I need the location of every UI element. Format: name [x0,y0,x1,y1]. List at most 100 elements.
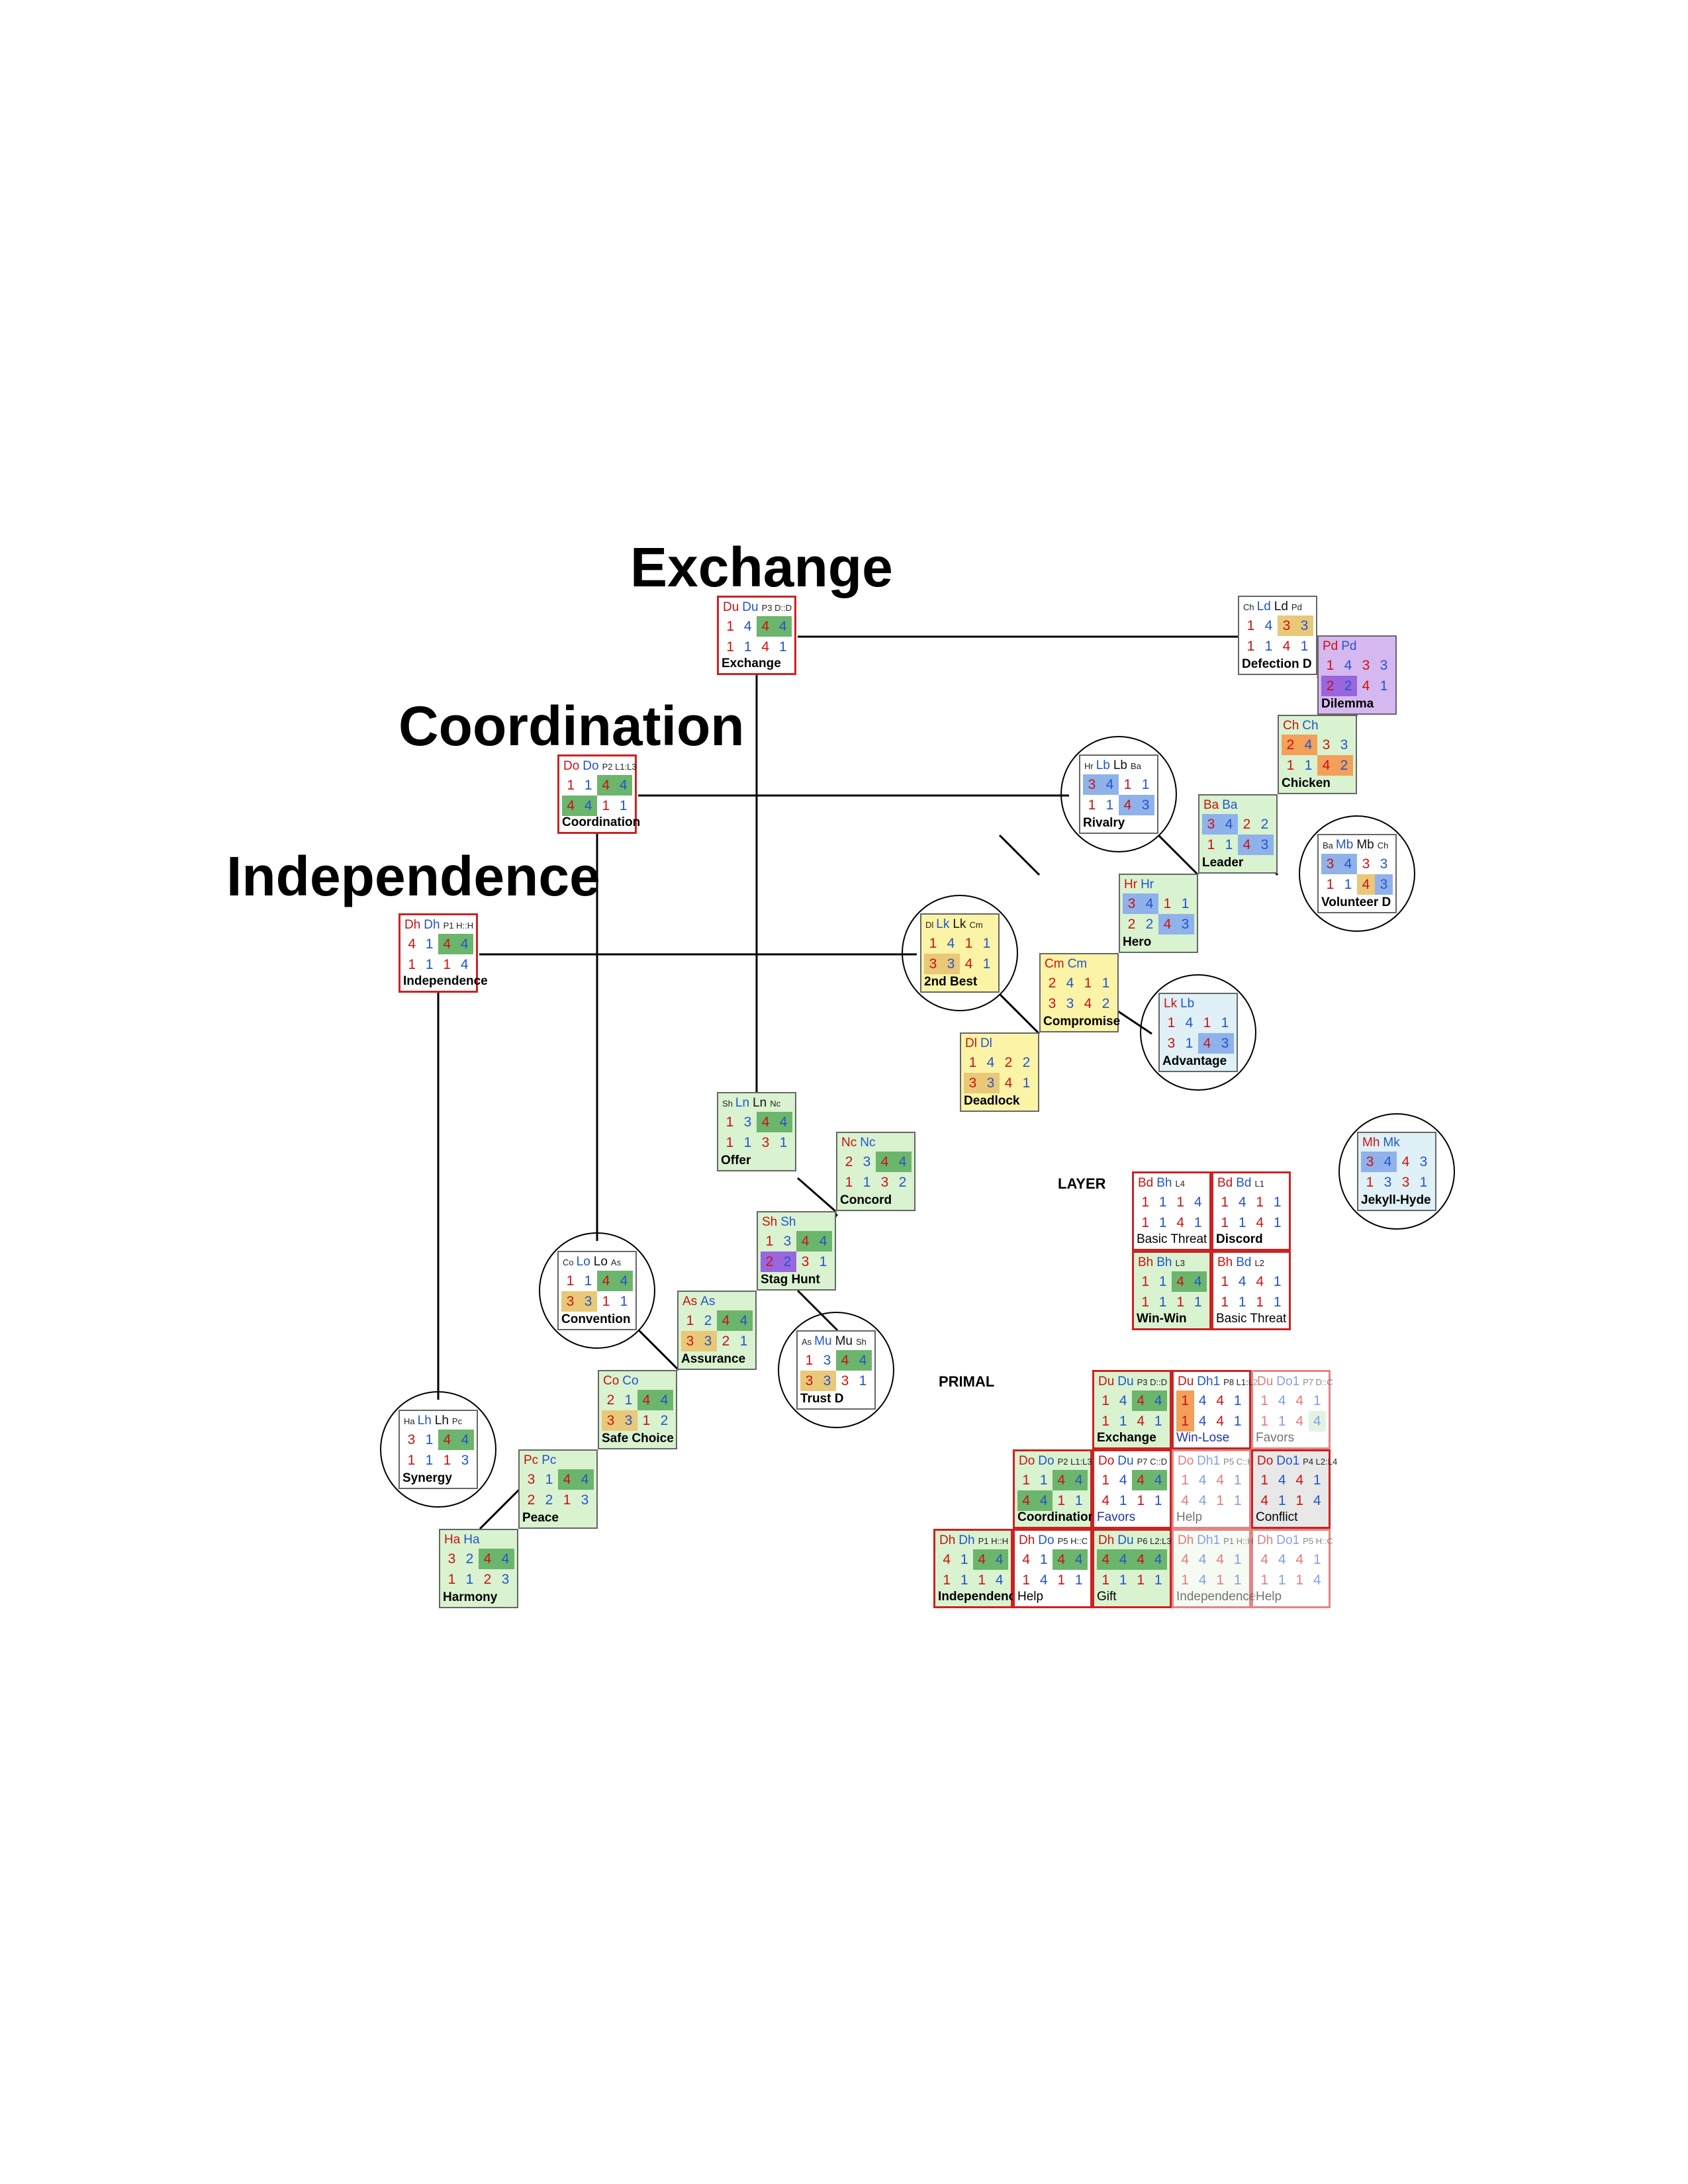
header-label: Mb [1335,838,1354,852]
payoff-cell: 3 [461,1452,469,1468]
payoff-cell: 1 [1176,1390,1194,1411]
payoff-cell: 1 [619,797,628,813]
payoff-cell: 3 [1383,1174,1392,1190]
tile-name: Peace [522,1511,559,1525]
payoff-cell: 1 [1123,776,1132,792]
header-label: P6 L2:L3 [1137,1536,1172,1546]
payoff-cell: 3 [1256,835,1274,855]
payoff-cell: 1 [1260,1392,1269,1408]
payoff-cell: 4 [1181,1551,1190,1567]
header-label: Dh1 [1197,1533,1221,1547]
payoff-cell: 1 [739,1333,748,1349]
header-label: Du [1117,1454,1134,1468]
payoff-cell: 4 [1299,735,1317,755]
payoff-cell: 1 [726,639,735,655]
payoff-cell: 1 [1313,1472,1321,1488]
payoff-cell: 2 [527,1492,536,1508]
payoff-cell: 1 [1278,1572,1286,1588]
payoff-cell: 4 [876,1152,894,1172]
tile-name: Safe Choice [602,1432,674,1445]
payoff-cell: 2 [545,1492,553,1508]
header-label: Nc [841,1136,857,1150]
payoff-cell: 1 [545,1471,553,1487]
payoff-cell: 3 [501,1571,510,1587]
payoff-cell: 3 [620,1410,637,1431]
payoff-cell: 1 [1119,1413,1127,1429]
payoff-cell: 4 [1282,638,1291,654]
tile-name: Deadlock [964,1094,1020,1108]
header-label: Nc [770,1099,781,1109]
payoff-cell: 4 [1238,835,1256,855]
payoff-cell: 1 [1313,1392,1321,1408]
payoff-cell: 1 [743,639,752,655]
header-label: As [802,1337,812,1347]
payoff-cell: 1 [1344,876,1352,892]
payoff-cell: 4 [1295,1551,1304,1567]
header-label: Bd [1217,1176,1233,1190]
payoff-cell: 4 [717,1310,735,1331]
payoff-cell: 3 [1083,774,1101,795]
header-label: Do1 [1276,1454,1300,1468]
header-label: Bh [1156,1255,1172,1269]
payoff-cell: 2 [1260,816,1269,832]
payoff-cell: 1 [1088,797,1096,813]
payoff-cell: 1 [1233,1392,1242,1408]
header-label: Cm [969,920,983,930]
header-label: Lh [417,1414,432,1428]
payoff-cell: 1 [1141,1273,1150,1289]
payoff-cell: 4 [1278,1551,1286,1567]
payoff-cell: 4 [973,1549,991,1570]
payoff-cell: 1 [1102,1572,1110,1588]
payoff-cell: 3 [880,1174,889,1190]
payoff-cell: 1 [1216,1492,1225,1508]
payoff-cell: 4 [1313,1492,1321,1508]
header-label: Mu [835,1334,853,1348]
tile-name: Help [1017,1590,1044,1604]
payoff-cell: 4 [943,1551,951,1567]
payoff-cell: 1 [1273,1194,1282,1210]
payoff-cell: 1 [1158,1214,1167,1230]
payoff-cell: 4 [1066,975,1074,991]
header-label: P7 D::C [1303,1377,1333,1387]
header-label: Cm [1067,957,1088,971]
payoff-cell: 1 [1260,1472,1269,1488]
payoff-cell: 4 [579,796,597,816]
payoff-cell: 1 [602,797,610,813]
payoff-cell: 3 [964,1073,982,1093]
payoff-cell: 4 [814,1231,832,1251]
tile-name: Chicken [1282,776,1331,790]
payoff-cell: 3 [743,1114,752,1130]
header-label: As [700,1295,716,1308]
payoff-cell: 1 [1074,1492,1083,1508]
payoff-cell: 1 [1181,1572,1190,1588]
payoff-cell: 1 [1185,1035,1194,1051]
payoff-cell: 1 [1221,1214,1229,1230]
payoff-cell: 3 [1216,1033,1234,1054]
header-label: Dh [424,918,440,932]
payoff-cell: 3 [1340,737,1348,752]
payoff-cell: 3 [1419,1154,1428,1169]
payoff-cell: 4 [637,1390,655,1410]
payoff-cell: 4 [774,1112,792,1132]
payoff-cell: 4 [655,1390,673,1410]
payoff-cell: 1 [425,1452,434,1468]
payoff-cell: 4 [597,1271,615,1291]
header-label: Dh1 [1197,1454,1221,1468]
payoff-cell: 1 [1304,757,1313,773]
payoff-cell: 2 [1048,975,1056,991]
